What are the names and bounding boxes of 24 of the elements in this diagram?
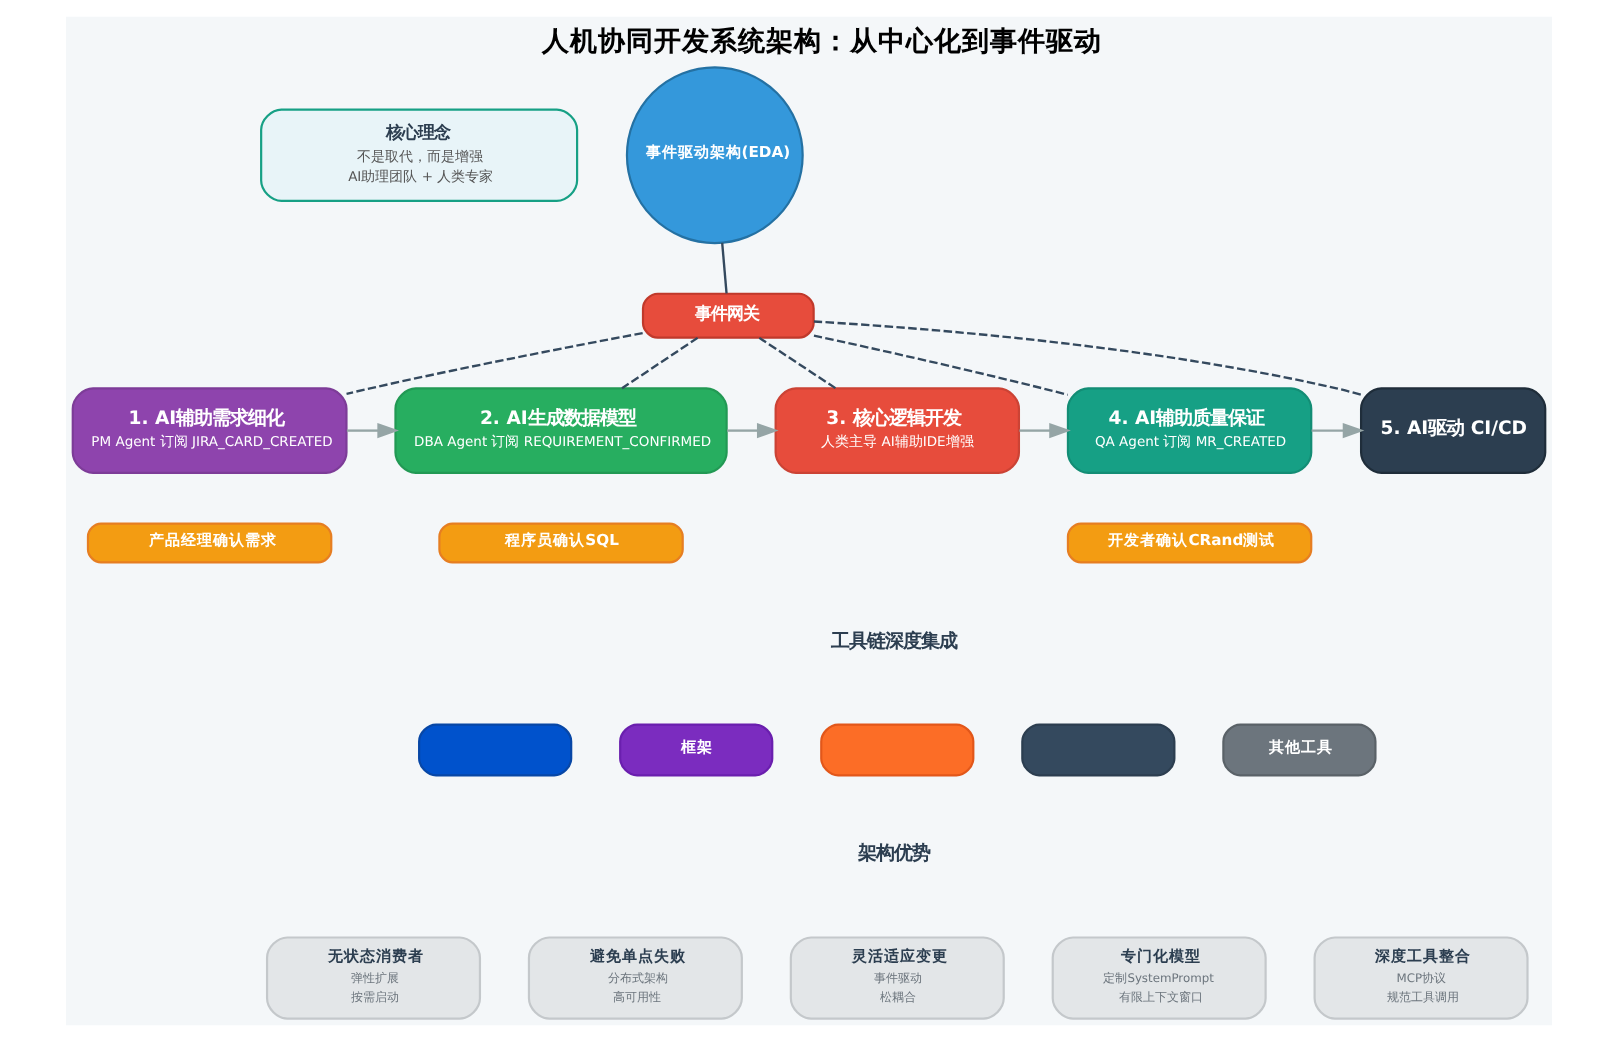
connector [812,334,1068,396]
connector [812,320,1361,396]
node-box: 5. AI驱动 CI/CD [1359,387,1546,474]
connector [620,336,698,390]
node-box: 开发者确认CRand测试 [1065,522,1312,564]
node-box: 其他工具 [1221,723,1376,777]
label: 工具链深度集成 [829,630,956,653]
node-box [819,723,974,777]
arrow [345,423,398,439]
label: 架构优势 [857,843,930,866]
diagram-title: 人机协同开发系统架构：从中心化到事件驱动 [541,26,1102,59]
connector [720,242,727,294]
connector [757,336,836,390]
node-box: 程序员确认SQL [437,522,683,564]
node-box [417,723,572,777]
arrow [1018,423,1070,439]
connector [345,331,642,395]
node-box: 产品经理确认需求 [85,522,332,564]
node-box: 事件网关 [640,292,814,339]
arrow [726,423,778,439]
node-box [1020,723,1175,777]
arrow [1310,423,1364,439]
node-circle: 事件驱动架构(EDA) [624,66,803,245]
node-box: 框架 [618,723,773,777]
